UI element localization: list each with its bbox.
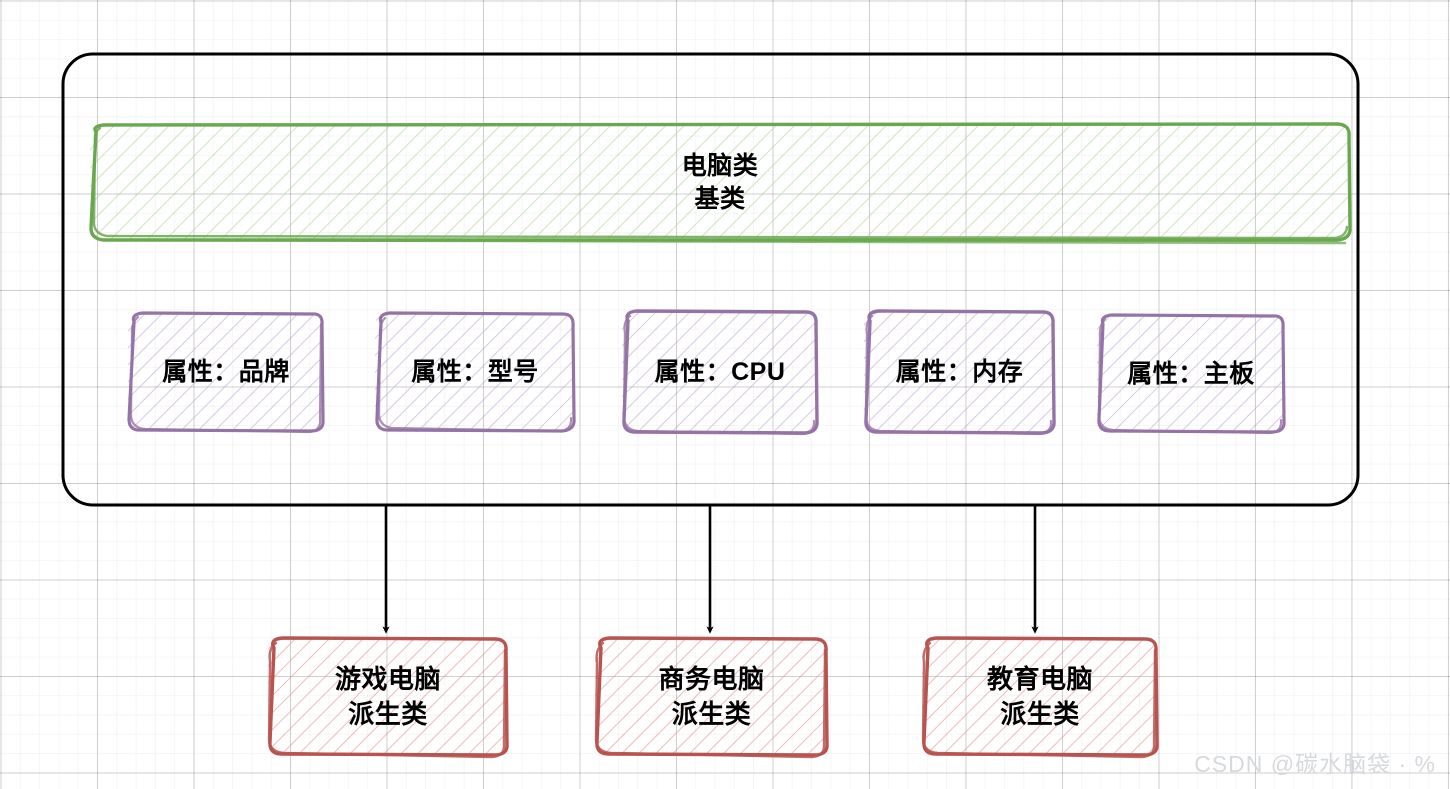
attribute-box-1[interactable] xyxy=(127,311,325,434)
computer-base-class-shape[interactable] xyxy=(89,122,1352,245)
attribute-box-2[interactable] xyxy=(375,311,576,433)
base-class-container xyxy=(61,52,1360,507)
csdn-watermark: CSDN @碳水脑袋 · % xyxy=(1194,751,1436,777)
derived-class-box-1[interactable] xyxy=(267,636,509,759)
derived-class-box-2[interactable] xyxy=(594,636,829,759)
attribute-box-4[interactable] xyxy=(864,309,1056,436)
attribute-box-5[interactable] xyxy=(1097,313,1286,435)
attribute-box-3[interactable] xyxy=(622,309,819,436)
derived-class-box-3[interactable] xyxy=(921,636,1159,759)
